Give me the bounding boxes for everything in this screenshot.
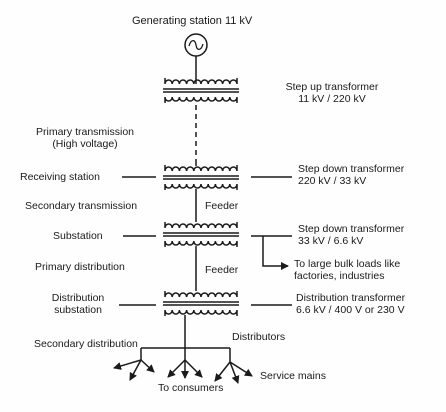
distribution-transformer-line-2: 6.6 kV / 400 V or 230 V: [296, 304, 405, 316]
step-down-transformer-1-label: Step down transformer 220 kV / 33 kV: [298, 163, 404, 187]
transformer-icon: [163, 165, 239, 190]
receiving-station-label: Receiving station: [20, 171, 100, 183]
arrow-icon: [184, 359, 203, 378]
generator-icon: [184, 33, 208, 57]
primary-distribution-label: Primary distribution: [35, 261, 125, 273]
feeder-label-1: Feeder: [205, 200, 239, 212]
step-down-2-line-1: Step down transformer: [298, 223, 405, 235]
distributors-label: Distributors: [232, 331, 286, 343]
arrow-icon: [167, 359, 186, 378]
primary-transmission-line-1: Primary transmission: [35, 126, 135, 138]
distribution-substation-line-2: substation: [54, 304, 102, 316]
generating-station-title: Generating station 11 kV: [132, 15, 253, 27]
arrow-icon: [140, 359, 155, 373]
step-up-transformer-label: Step up transformer 11 kV / 220 kV: [262, 81, 402, 105]
distribution-transformer-line-1: Distribution transformer: [296, 292, 406, 304]
arrow-icon: [214, 361, 231, 382]
step-down-transformer-2-label: Step down transformer 33 kV / 6.6 kV: [298, 223, 404, 247]
arrow-icon: [229, 361, 240, 384]
primary-transmission-line-2: (High voltage): [52, 138, 118, 150]
to-consumers-label: To consumers: [158, 382, 224, 394]
transformer-icon: [163, 78, 239, 103]
bulk-load-arrow: [262, 236, 289, 270]
bulk-loads-label: To large bulk loads like factories, indu…: [294, 258, 400, 282]
step-up-line-1: Step up transformer: [285, 81, 379, 93]
transformer-icon: [163, 291, 239, 316]
substation-label: Substation: [53, 230, 103, 242]
transformer-icon: [163, 222, 239, 247]
feeder-label-2: Feeder: [205, 264, 239, 276]
distribution-substation-line-1: Distribution: [51, 292, 105, 304]
step-down-1-line-2: 220 kV / 33 kV: [298, 175, 367, 187]
step-down-1-line-1: Step down transformer: [298, 163, 405, 175]
service-mains-label: Service mains: [260, 370, 326, 382]
secondary-distribution-label: Secondary distribution: [34, 338, 138, 350]
distribution-substation-label: Distribution substation: [38, 292, 118, 316]
arrow-icon: [113, 359, 142, 370]
arrow-icon: [129, 359, 142, 381]
step-down-2-line-2: 33 kV / 6.6 kV: [298, 235, 364, 247]
arrow-icon: [229, 361, 253, 377]
primary-transmission-label: Primary transmission (High voltage): [27, 126, 143, 150]
bulk-loads-line-2: factories, industries: [294, 270, 385, 282]
distribution-transformer-label: Distribution transformer 6.6 kV / 400 V …: [296, 292, 405, 316]
step-up-line-2: 11 kV / 220 kV: [298, 93, 366, 105]
bulk-loads-line-1: To large bulk loads like: [294, 258, 401, 270]
secondary-transmission-label: Secondary transmission: [25, 200, 138, 212]
